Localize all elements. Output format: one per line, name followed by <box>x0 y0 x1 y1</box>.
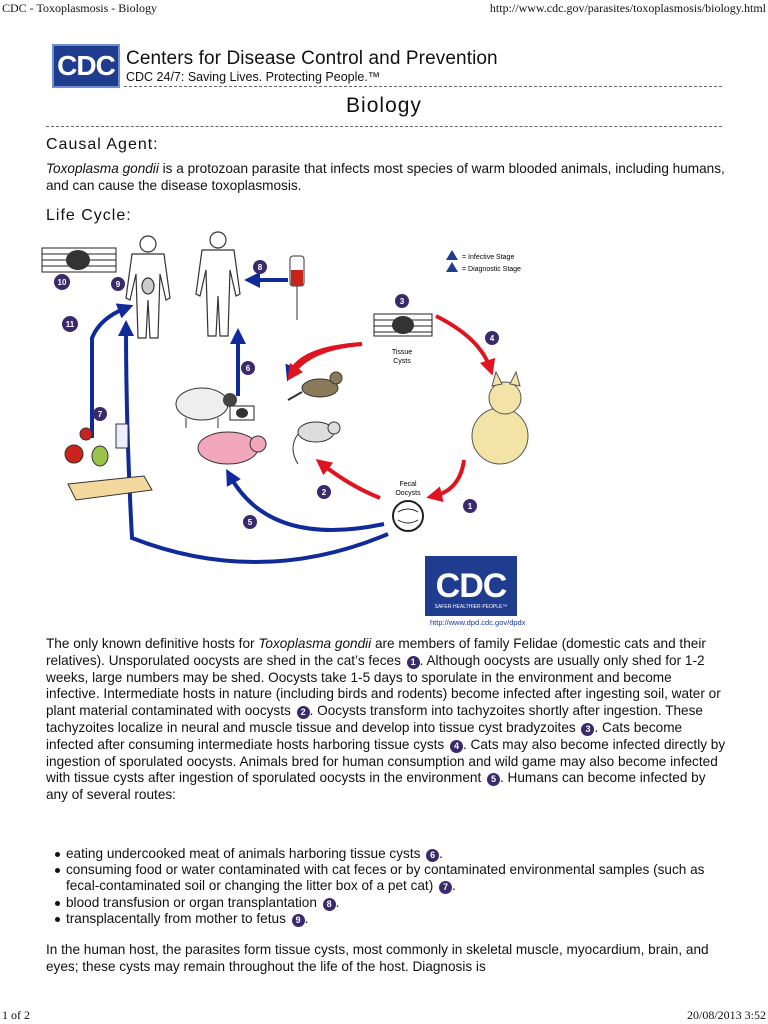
list-item: transplacentally from mother to fetus 9. <box>55 910 722 927</box>
print-header: CDC - Toxoplasmosis - Biology http://www… <box>0 0 768 18</box>
diagram-legend: = Infective Stage = Diagnostic Stage <box>446 250 521 273</box>
svg-text:9: 9 <box>116 280 121 289</box>
causal-agent-desc: is a protozoan parasite that infects mos… <box>46 161 725 193</box>
litter-box-icon <box>67 475 153 501</box>
legend-infective: = Infective Stage <box>462 254 514 261</box>
cdc-logo[interactable]: CDC <box>52 44 120 88</box>
step-badge-11: 11 <box>62 316 78 332</box>
label-oocysts: Oocysts <box>395 490 421 497</box>
list-item-text: eating undercooked meat of animals harbo… <box>66 846 425 861</box>
step-ref-4: 4 <box>449 739 463 753</box>
human-figures-icon <box>125 231 241 339</box>
page-count: 1 of 2 <box>2 1008 30 1022</box>
step-badge-1: 1 <box>463 499 477 513</box>
cdc-diagram-logo-sub: SAFER·HEALTHIER·PEOPLE™ <box>434 604 508 610</box>
list-item-text: blood transfusion or organ transplantati… <box>66 894 321 910</box>
step-badge-7: 7 <box>93 407 107 421</box>
step-badge-3: 3 <box>395 294 409 308</box>
svg-text:4: 4 <box>490 334 495 343</box>
list-item-end: . <box>335 894 340 910</box>
svg-text:2: 2 <box>322 488 327 497</box>
print-header-url[interactable]: http://www.cdc.gov/parasites/toxoplasmos… <box>489 1 766 15</box>
step-ref-2: 2 <box>296 706 310 720</box>
text-segment: . Although oocysts are usually only shed… <box>46 652 721 719</box>
meat-tissue-icon <box>229 405 255 421</box>
svg-text:11: 11 <box>66 320 75 329</box>
life-cycle-heading: Life Cycle: <box>46 207 132 224</box>
text-segment: . Oocysts transform into tachyzoites sho… <box>46 703 703 735</box>
species-name: Toxoplasma gondii <box>46 161 159 176</box>
list-item-text: transplacentally from mother to fetus <box>66 910 290 926</box>
divider <box>124 86 722 87</box>
masthead: CDC Centers for Disease Control and Prev… <box>46 44 726 88</box>
svg-text:8: 8 <box>258 263 263 272</box>
text-segment: . Humans can become infected by any of s… <box>46 770 706 803</box>
list-item: blood transfusion or organ transplantati… <box>55 894 722 911</box>
step-ref-5: 5 <box>487 773 500 787</box>
cdc-diagram-logo: CDC <box>425 556 517 616</box>
svg-text:10: 10 <box>58 278 67 287</box>
step-badge-8: 8 <box>253 260 267 274</box>
svg-text:3: 3 <box>400 297 405 306</box>
step-ref-3: 3 <box>581 722 595 736</box>
step-ref-9: 9 <box>291 913 305 927</box>
label-cysts: Cysts <box>393 358 411 365</box>
list-item-end: . <box>304 910 309 926</box>
step-badge-4: 4 <box>485 331 499 345</box>
life-cycle-description: The only known definitive hosts for Toxo… <box>46 636 726 804</box>
legend-diagnostic: = Diagnostic Stage <box>462 266 521 273</box>
pig-icon <box>197 431 267 465</box>
cat-icon <box>471 370 529 465</box>
step-badge-10: 10 <box>54 274 70 290</box>
human-host-paragraph: In the human host, the parasites form ti… <box>46 942 709 974</box>
step-ref-8: 8 <box>322 897 336 911</box>
step-ref-7: 7 <box>439 881 453 895</box>
fruit-icon <box>64 423 129 467</box>
species-name: Toxoplasma gondii <box>258 636 372 651</box>
masthead-title[interactable]: Centers for Disease Control and Preventi… <box>126 48 498 69</box>
bird-icon <box>287 371 343 401</box>
text-segment: are members of family Felidae (domestic … <box>46 636 706 668</box>
label-tissue: Tissue <box>392 349 412 356</box>
step-ref-6: 6 <box>426 849 440 862</box>
oocyst-icon <box>392 500 424 532</box>
causal-agent-heading: Causal Agent: <box>46 136 159 153</box>
print-header-title: CDC - Toxoplasmosis - Biology <box>2 1 157 15</box>
divider <box>46 126 722 127</box>
text-segment: . Cats become infected after consuming i… <box>46 719 683 752</box>
svg-text:7: 7 <box>98 410 103 419</box>
step-badge-5: 5 <box>243 515 257 529</box>
step-ref-1: 1 <box>406 655 420 669</box>
list-item: consuming food or water contaminated wit… <box>55 862 722 895</box>
tissue-cysts-icon <box>373 313 433 337</box>
text-segment: The only known definitive hosts for <box>46 636 259 651</box>
step-badge-6: 6 <box>241 361 255 375</box>
muscle-tissue-icon <box>41 247 117 273</box>
print-timestamp: 20/08/2013 3:52 <box>686 1008 766 1022</box>
label-fecal: Fecal <box>399 481 417 488</box>
masthead-tagline: CDC 24/7: Saving Lives. Protecting Peopl… <box>126 70 381 84</box>
svg-text:5: 5 <box>248 518 253 527</box>
dpdx-url[interactable]: http://www.dpd.cdc.gov/dpdx <box>430 618 526 627</box>
sheep-icon <box>175 387 237 428</box>
infection-routes-list: eating undercooked meat of animals harbo… <box>55 846 722 927</box>
list-item-text: consuming food or water contaminated wit… <box>66 862 705 894</box>
step-badge-2: 2 <box>317 485 331 499</box>
step-badge-9: 9 <box>111 277 125 291</box>
causal-agent-text: Toxoplasma gondii is a protozoan parasit… <box>46 161 726 195</box>
page-title: Biology <box>346 94 422 117</box>
svg-text:6: 6 <box>246 364 251 373</box>
svg-text:1: 1 <box>468 502 473 511</box>
list-item-end: . <box>439 846 443 861</box>
list-item-end: . <box>452 878 456 894</box>
list-item: eating undercooked meat of animals harbo… <box>55 846 722 862</box>
blood-bag-icon <box>289 255 305 320</box>
life-cycle-diagram: Tissue Cysts <box>41 231 529 565</box>
text-segment: . Cats may also become infected directly… <box>46 736 726 786</box>
rat-icon <box>292 421 341 465</box>
print-footer: 1 of 2 20/08/2013 3:52 <box>0 1006 768 1024</box>
